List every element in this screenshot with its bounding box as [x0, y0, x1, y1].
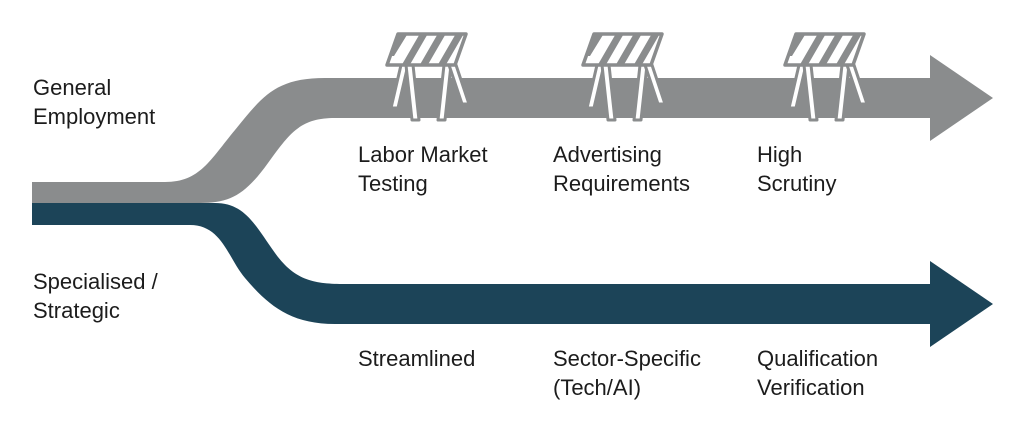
step-label-qualification-verification: Qualification Verification — [757, 346, 879, 400]
general-employment-track — [32, 55, 993, 203]
step-label-streamlined: Streamlined — [358, 346, 476, 371]
specialised-strategic-label: Specialised / Strategic — [33, 269, 158, 323]
step-label-advertising-requirements: Advertising Requirements — [553, 142, 690, 196]
specialised-strategic-track — [32, 203, 993, 347]
step-label-labor-market-testing: Labor Market Testing — [358, 142, 488, 196]
step-label-sector-specific: Sector-Specific (Tech/AI) — [553, 346, 701, 400]
step-label-high-scrutiny: High Scrutiny — [757, 142, 837, 196]
general-employment-label: General Employment — [33, 75, 156, 129]
